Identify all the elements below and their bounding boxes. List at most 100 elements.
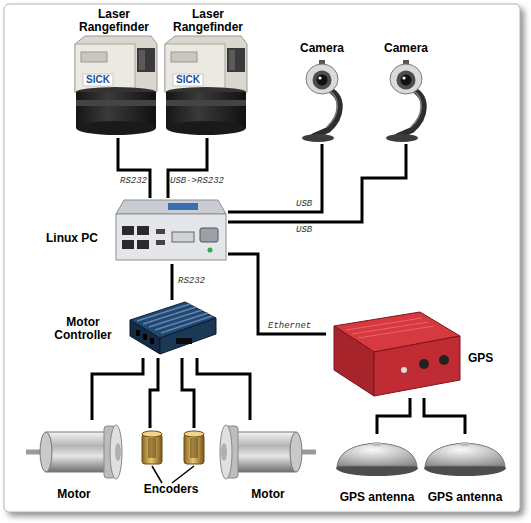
connector-line [197,358,250,420]
embedded-pc-illustration-part [156,240,165,245]
webcam-illustration [386,60,424,142]
webcam-illustration-part [401,75,412,86]
encoder-illustration [142,431,162,464]
interface-label: USB [296,199,312,210]
webcam-illustration-part [318,76,321,79]
component-label: Camera [372,42,440,55]
gps-receiver-illustration-part [419,359,429,369]
component-node: GPS [326,310,496,398]
webcam-illustration-part [314,88,340,136]
laser-rangefinder-illustration [75,36,157,135]
motor-illustration [220,425,316,479]
connector-line [168,138,207,198]
component-label: GPS antenna [334,491,420,504]
connector-line [424,398,465,434]
component-label: Encoders [126,483,216,496]
webcam-illustration-part [411,90,421,127]
connector-line [377,398,410,434]
connector-line [150,358,158,428]
frame-border [4,4,520,512]
component-node: Linux PC [40,198,228,264]
encoder-illustration-part [190,438,198,458]
webcam-illustration-part [402,76,405,79]
laser-rangefinder-illustration-part [166,100,246,106]
motor-controller-illustration-part [143,334,147,340]
connector-line [182,358,194,428]
laser-rangefinder-illustration-part [139,50,145,70]
laser-rangefinder-illustration-part [75,44,135,92]
leader-line-part [172,466,194,483]
interface-label: Ethernet [268,321,311,332]
laser-rangefinder-illustration-part [76,100,156,106]
webcam-illustration-part [313,71,332,90]
webcam-illustration-part [306,64,338,94]
laser-rangefinder-illustration-part [229,50,235,70]
component-node: Encoders [126,428,216,504]
laser-rangefinder-illustration-part [166,121,246,135]
interface-label: RS232 [120,176,147,187]
gps-receiver-illustration [334,312,460,396]
component-label: Camera [288,42,356,55]
component-node: Camera [372,40,440,144]
webcam-illustration-part [390,64,422,94]
webcam-illustration-part [398,88,424,136]
webcam-illustration-part [397,71,416,90]
gps-receiver-illustration-part [346,318,434,338]
webcam-illustration-part [302,134,334,142]
webcam-illustration-part [386,134,418,142]
connector-line [118,138,150,198]
gps-receiver-illustration-part [439,355,449,365]
component-label: Laser Rangefinder [66,8,162,34]
component-label: Motor [22,488,126,501]
laser-rangefinder-illustration-part [165,36,247,92]
component-label: Linux PC [46,232,118,245]
encoder-illustration-part [184,434,204,464]
embedded-pc-illustration [116,200,226,260]
component-label: Motor [216,488,320,501]
connector-line [228,254,326,334]
gps-antenna-illustration-part [372,442,382,446]
embedded-pc-illustration-part [172,232,194,242]
motor-controller-illustration-part [136,330,140,336]
interface-label: USB->RS232 [170,176,224,187]
gps-antenna-illustration [336,442,418,476]
leader-line-part [152,466,162,483]
leader-line [152,466,194,483]
embedded-pc-illustration-part [168,203,198,210]
interface-label: RS232 [178,276,205,287]
webcam-illustration-part [327,90,337,127]
embedded-pc-illustration-part [137,226,149,235]
component-label: Motor Controller [46,316,120,342]
embedded-pc-illustration-part [200,228,218,242]
motor-controller-illustration-part [176,338,192,344]
connector-line [92,358,143,420]
encoder-illustration-part [148,438,156,458]
motor-illustration-part [40,432,52,472]
component-label: GPS [468,352,508,365]
motor-illustration-part [46,432,108,472]
component-node: Camera [288,40,356,144]
embedded-pc-illustration-part [122,226,134,235]
embedded-pc-illustration-part [208,248,213,253]
gps-antenna-illustration-part [337,443,417,466]
laser-rangefinder-illustration-part [227,48,245,72]
component-node: Motor [216,420,320,506]
webcam-illustration [302,60,340,142]
laser-rangefinder-illustration-part [165,44,225,92]
embedded-pc-illustration-part [116,214,226,260]
encoder-illustration-part [184,431,204,437]
embedded-pc-illustration-part [156,229,165,234]
motor-illustration-part [220,425,232,479]
motor-illustration [26,425,122,479]
motor-illustration-part [290,432,302,472]
motor-controller-illustration [130,302,216,354]
laser-rangefinder-illustration-part [81,52,107,62]
component-node: GPS antenna [334,434,420,506]
encoder-illustration [184,431,204,464]
connector-line [171,264,174,300]
